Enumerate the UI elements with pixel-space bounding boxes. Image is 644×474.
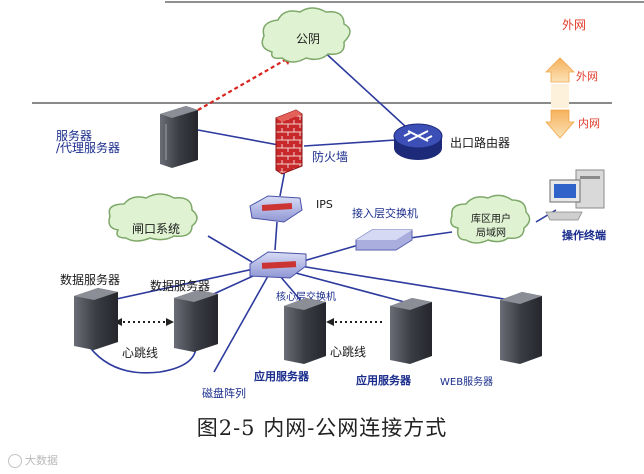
data-server-2-label: 数据服务器 — [150, 278, 210, 293]
link-gate-core — [207, 235, 253, 263]
lan-label-2: 局域网 — [476, 226, 506, 239]
access-switch-icon — [355, 229, 413, 251]
lan-label-1: 库区用户 — [471, 212, 511, 225]
gate-system-cloud-icon — [108, 193, 198, 242]
data-server-1-label: 数据服务器 — [60, 272, 120, 287]
link-access-lan — [409, 231, 453, 239]
proxy-server-label-2: /代理服务器 — [56, 140, 120, 155]
proxy-server-icon — [160, 106, 198, 168]
gate-system-label: 闸口系统 — [132, 222, 180, 236]
terminal-computer-icon — [545, 169, 605, 221]
web-server-label: WEB服务器 — [440, 375, 493, 388]
zone-label-inner: 内网 — [578, 116, 600, 130]
link-firewall-ips — [279, 169, 286, 197]
watermark: 大数据 — [8, 452, 58, 468]
web-server-icon — [500, 292, 542, 364]
link-core-disk — [213, 275, 269, 373]
data-server-2-icon — [174, 290, 218, 352]
link-core-app2 — [291, 271, 413, 305]
app-server-1-icon — [284, 298, 326, 364]
core-switch-icon — [249, 251, 307, 279]
link-core-web — [299, 265, 511, 301]
link-proxy-firewall — [197, 129, 285, 147]
terminal-label: 操作终端 — [562, 228, 606, 242]
lan-cloud-icon — [450, 194, 531, 244]
firewall-label: 防火墙 — [312, 149, 348, 164]
link-core-data1 — [111, 267, 259, 301]
watermark-logo-icon — [8, 454, 22, 468]
ips-label: IPS — [316, 198, 333, 211]
app-server-2-icon — [390, 298, 432, 364]
heartbeat-arrow-right — [166, 318, 174, 326]
link-core-access — [299, 243, 363, 263]
zone-label-outer: 外网 — [576, 70, 598, 83]
zone-arrow-icon — [545, 57, 575, 139]
data-server-1-icon — [74, 288, 118, 350]
heartbeat-arrow-left-2 — [326, 318, 334, 326]
ips-device-icon — [249, 195, 303, 223]
watermark-text: 大数据 — [25, 454, 58, 467]
disk-array-label: 磁盘阵列 — [202, 386, 246, 400]
heartbeat-label-1: 心跳线 — [122, 346, 158, 360]
app-server-1-label: 应用服务器 — [254, 369, 310, 383]
app-server-2-label: 应用服务器 — [356, 373, 412, 387]
access-switch-label: 接入层交换机 — [352, 206, 418, 220]
core-switch-label: 核心层交换机 — [276, 290, 336, 303]
firewall-icon — [275, 109, 303, 175]
link-core-app1 — [279, 275, 303, 303]
figure-caption: 图2-5 内网-公网连接方式 — [196, 416, 448, 440]
public-cloud-label: 公阴 — [296, 32, 320, 46]
proxy-server-label-1: 服务器 — [56, 128, 92, 143]
heartbeat-label-2: 心跳线 — [330, 345, 366, 359]
link-cloud-router — [319, 47, 419, 139]
link-firewall-router — [303, 139, 397, 147]
zone-label-outer-top: 外网 — [562, 18, 586, 32]
dashed-link-proxy-cloud — [197, 55, 293, 111]
router-label: 出口路由器 — [450, 135, 510, 150]
public-cloud-icon — [261, 7, 351, 63]
router-icon — [393, 123, 443, 160]
link-ips-core — [274, 221, 278, 251]
link-data-disk — [85, 341, 197, 374]
